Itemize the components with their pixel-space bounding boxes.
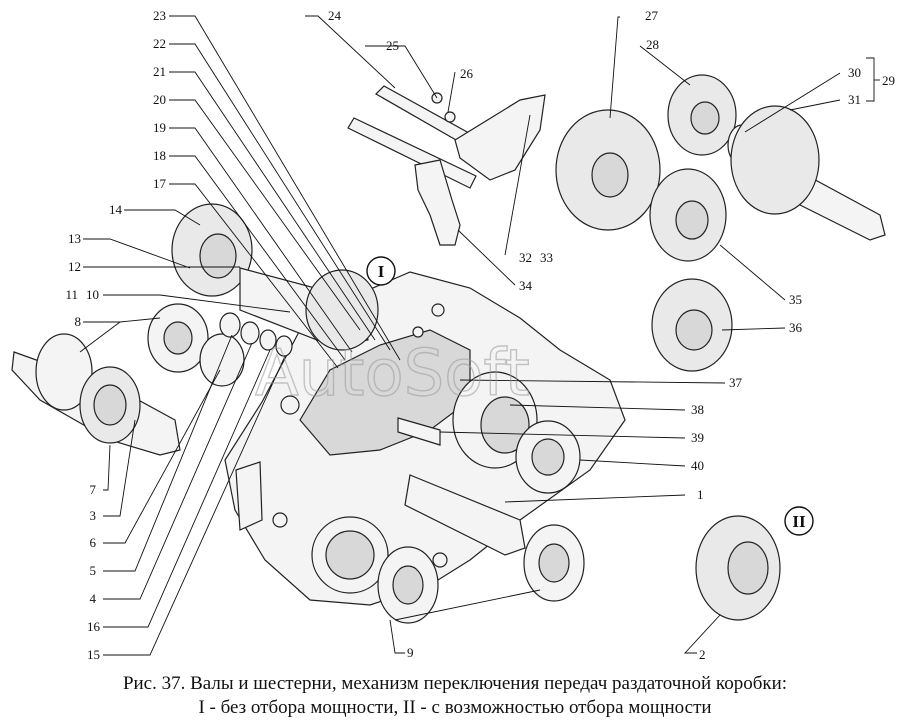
callout-1: 1 — [697, 487, 704, 502]
callout-12: 12 — [68, 259, 81, 274]
callout-20: 20 — [153, 92, 166, 107]
svg-text:I: I — [378, 262, 385, 281]
pto-gear — [695, 515, 781, 621]
callout-32: 32 — [519, 250, 532, 265]
callout-16: 16 — [87, 619, 101, 634]
figure-caption: Рис. 37. Валы и шестерни, механизм перек… — [0, 672, 910, 720]
callout-15: 15 — [87, 647, 100, 662]
callout-39: 39 — [691, 430, 704, 445]
callout-26: 26 — [460, 66, 474, 81]
callout-25: 25 — [386, 38, 399, 53]
watermark-text: AutoSoft — [255, 337, 530, 411]
variant-marker-ii: II — [784, 506, 814, 536]
callout-17: 17 — [153, 176, 167, 191]
callout-23: 23 — [153, 8, 166, 23]
callout-28: 28 — [646, 37, 659, 52]
callout-5: 5 — [90, 563, 97, 578]
caption-line-2: I - без отбора мощности, II - с возможно… — [198, 697, 712, 718]
callout-19: 19 — [153, 120, 166, 135]
svg-text:II: II — [792, 512, 806, 531]
callout-37: 37 — [729, 375, 743, 390]
callout-40: 40 — [691, 458, 704, 473]
leader-lines — [79, 15, 880, 656]
callout-24: 24 — [328, 8, 342, 23]
callout-36: 36 — [789, 320, 803, 335]
callout-18: 18 — [153, 148, 166, 163]
callout-34: 34 — [519, 278, 533, 293]
callout-7: 7 — [90, 482, 97, 497]
callout-13: 13 — [68, 231, 81, 246]
callout-30: 30 — [848, 65, 861, 80]
callout-31: 31 — [848, 92, 861, 107]
callout-labels: 23 22 21 20 19 18 17 14 13 12 11 10 8 7 … — [65, 8, 895, 662]
shift-mechanism — [347, 85, 546, 338]
callout-27: 27 — [645, 8, 659, 23]
callout-22: 22 — [153, 36, 166, 51]
gear-cluster — [555, 74, 886, 372]
callout-38: 38 — [691, 402, 704, 417]
callout-11: 11 — [65, 287, 78, 302]
callout-2: 2 — [699, 647, 706, 662]
callout-10: 10 — [86, 287, 99, 302]
callout-9: 9 — [407, 645, 414, 660]
callout-8: 8 — [75, 314, 82, 329]
output-shaft-assembly — [377, 371, 585, 624]
callout-33: 33 — [540, 250, 553, 265]
callout-4: 4 — [90, 591, 97, 606]
callout-35: 35 — [789, 292, 802, 307]
caption-line-1: Рис. 37. Валы и шестерни, механизм перек… — [122, 673, 788, 694]
callout-14: 14 — [109, 202, 123, 217]
callout-3: 3 — [90, 508, 97, 523]
variant-marker-i: I — [366, 256, 396, 286]
callout-21: 21 — [153, 64, 166, 79]
input-shaft-assembly — [11, 203, 379, 456]
callout-29: 29 — [882, 73, 895, 88]
callout-6: 6 — [90, 535, 97, 550]
